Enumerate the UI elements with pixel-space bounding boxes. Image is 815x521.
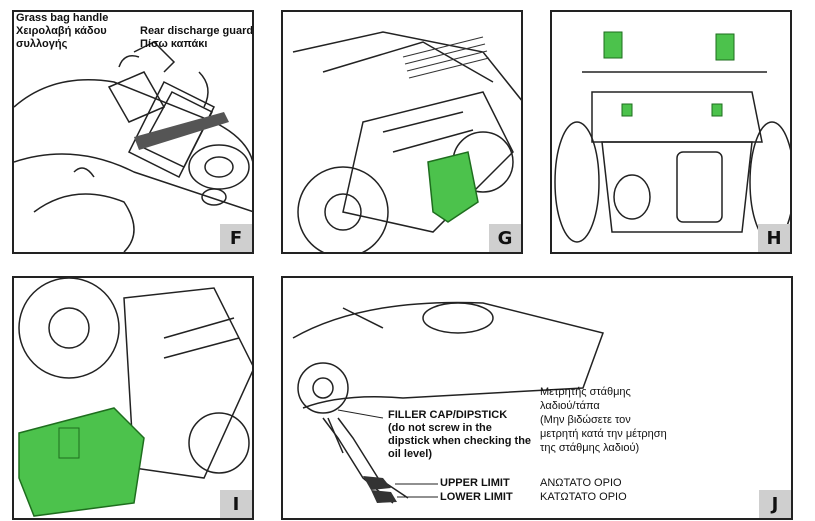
panel-g: G bbox=[281, 10, 523, 254]
panel-badge-f: F bbox=[220, 224, 252, 252]
oil-dipstick-illustration bbox=[292, 301, 604, 504]
greek-note-3: (Μην βιδώσετε τον bbox=[540, 414, 631, 426]
lower-limit-label-greek: ΚΑΤΩΤΑΤΟ ΟΡΙΟ bbox=[540, 491, 627, 503]
mower-rear-clips-illustration bbox=[554, 31, 790, 243]
panel-badge-i: I bbox=[220, 490, 252, 518]
panel-badge-h: H bbox=[758, 224, 790, 252]
panel-badge-g: G bbox=[489, 224, 521, 252]
panel-j: FILLER CAP/DIPSTICK (do not screw in the… bbox=[281, 276, 793, 520]
upper-limit-label: UPPER LIMIT bbox=[440, 477, 510, 489]
upper-limit-label-greek: ΑΝΩΤΑΤΟ ΟΡΙΟ bbox=[540, 477, 622, 489]
grass-bag-handle-label: Grass bag handle bbox=[16, 12, 109, 24]
lower-limit-label: LOWER LIMIT bbox=[440, 491, 513, 503]
panel-i: I bbox=[12, 276, 254, 520]
panel-f: Grass bag handle Χειρολαβή κάδου συλλογή… bbox=[12, 10, 254, 254]
rear-guard-label: Rear discharge guard bbox=[140, 25, 254, 37]
panel-badge-j: J bbox=[759, 490, 791, 518]
rear-guard-label-greek: Πίσω καπάκι bbox=[140, 38, 208, 50]
mower-rear-guard-illustration bbox=[292, 31, 521, 252]
greek-note-5: της στάθμης λαδιού) bbox=[540, 442, 640, 454]
mower-mulch-plug-illustration bbox=[18, 278, 252, 517]
mower-grass-bag-illustration bbox=[14, 41, 252, 252]
greek-note-2: λαδιού/τάπα bbox=[540, 400, 600, 412]
greek-note-1: Μετρητής στάθμης bbox=[540, 386, 631, 398]
filler-cap-label-4: oil level) bbox=[388, 448, 433, 460]
greek-note-4: μετρητή κατά την μέτρηση bbox=[540, 428, 667, 440]
filler-cap-label-2: (do not screw in the bbox=[388, 422, 492, 434]
filler-cap-label-3: dipstick when checking the bbox=[388, 435, 532, 447]
grass-bag-handle-label-greek: Χειρολαβή κάδου bbox=[16, 25, 107, 37]
filler-cap-label-1: FILLER CAP/DIPSTICK bbox=[388, 409, 508, 421]
grass-bag-handle-label-greek-2: συλλογής bbox=[16, 38, 68, 50]
panel-h: H bbox=[550, 10, 792, 254]
